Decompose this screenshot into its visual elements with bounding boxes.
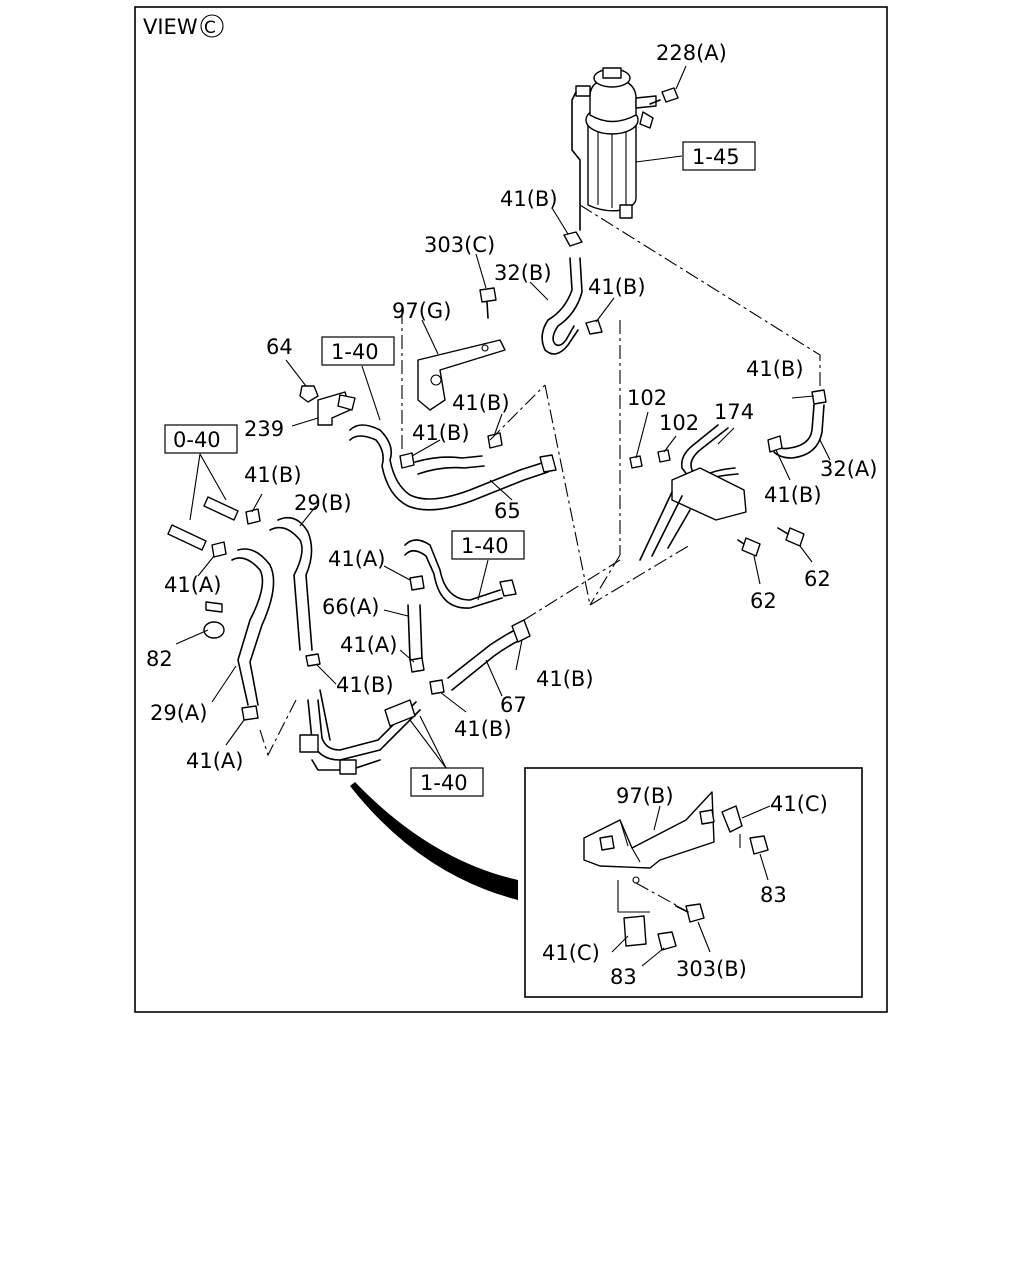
ref-box-0-40: 0-40 xyxy=(164,424,238,454)
label-41b-a: 41(B) xyxy=(588,275,646,299)
label-41a-c: 41(A) xyxy=(328,547,385,571)
svg-text:1-40: 1-40 xyxy=(331,340,379,364)
label-67: 67 xyxy=(500,693,527,717)
pipe-65 xyxy=(349,424,557,511)
label-41a-b: 41(A) xyxy=(186,749,243,773)
bolts-62 xyxy=(737,527,805,557)
label-66a: 66(A) xyxy=(322,595,379,619)
label-239: 239 xyxy=(244,417,284,441)
label-303b: 303(B) xyxy=(676,957,747,981)
label-303c: 303(C) xyxy=(424,233,495,257)
hose-66a xyxy=(407,604,423,661)
label-32a: 32(A) xyxy=(820,457,877,481)
label-41b-right: 41(B) xyxy=(746,357,804,381)
svg-text:1-40: 1-40 xyxy=(461,534,509,558)
inset-detail: 97(B) 41(C) 83 41(C) 83 303(B) xyxy=(524,767,863,998)
label-41a-a: 41(A) xyxy=(164,573,221,597)
small-parts xyxy=(203,231,827,721)
view-symbol: C xyxy=(204,18,216,38)
label-62a: 62 xyxy=(804,567,831,591)
svg-text:1-40: 1-40 xyxy=(420,771,468,795)
label-228a: 228(A) xyxy=(656,41,727,65)
detail-arrow xyxy=(350,782,518,900)
hose-29a xyxy=(231,548,275,706)
label-41b-g: 41(B) xyxy=(336,673,394,697)
label-65: 65 xyxy=(494,499,521,523)
label-83b: 83 xyxy=(610,965,637,989)
hose-67 xyxy=(447,619,531,691)
ref-box-1-40-top: 1-40 xyxy=(321,336,395,366)
label-41b-c: 41(B) xyxy=(452,391,510,415)
phantom-lines xyxy=(259,204,821,757)
label-41b-f: 41(B) xyxy=(244,463,302,487)
hose-29b xyxy=(269,516,313,651)
label-41c-b: 41(C) xyxy=(542,941,600,965)
fuel-filter-assembly xyxy=(571,67,657,231)
label-41b-e: 41(B) xyxy=(764,483,822,507)
label-64: 64 xyxy=(266,335,293,359)
pipe-174-assembly xyxy=(639,424,747,561)
bolt-303c xyxy=(479,287,497,319)
pipe-0-40-parts xyxy=(167,496,239,551)
hose-32b xyxy=(541,257,583,355)
svg-text:1-45: 1-45 xyxy=(692,145,740,169)
label-41b-h: 41(B) xyxy=(536,667,594,691)
label-41c-a: 41(C) xyxy=(770,792,828,816)
label-29a: 29(A) xyxy=(150,701,207,725)
svg-text:0-40: 0-40 xyxy=(173,428,221,452)
part-labels: 228(A) 41(B) 303(C) 32(B) 41(B) 97(G) 64… xyxy=(146,41,877,773)
label-97b: 97(B) xyxy=(616,784,674,808)
ref-box-1-40-mid: 1-40 xyxy=(451,530,525,560)
pipe-bottom-cluster xyxy=(299,689,421,775)
label-82: 82 xyxy=(146,647,173,671)
label-29b: 29(B) xyxy=(294,491,352,515)
label-97g: 97(G) xyxy=(392,299,451,323)
bolt-228a xyxy=(649,65,687,105)
label-41b-d: 41(B) xyxy=(412,421,470,445)
view-symbol-circle xyxy=(200,14,224,38)
label-62b: 62 xyxy=(750,589,777,613)
label-41a-d: 41(A) xyxy=(340,633,397,657)
bracket-97g xyxy=(417,339,506,411)
pipe-1-40-mid xyxy=(404,539,517,609)
diagram-frame xyxy=(134,6,888,1013)
label-83a: 83 xyxy=(760,883,787,907)
hose-65-short xyxy=(414,455,485,475)
label-41b-filter: 41(B) xyxy=(500,187,558,211)
ref-box-1-40-bottom: 1-40 xyxy=(410,767,484,797)
leaders xyxy=(175,155,831,769)
inset-frame xyxy=(524,767,863,998)
label-41b-i: 41(B) xyxy=(454,717,512,741)
label-32b: 32(B) xyxy=(494,261,552,285)
hose-32a xyxy=(773,404,825,459)
view-title: VIEW xyxy=(143,15,198,39)
label-102a: 102 xyxy=(627,386,667,410)
label-102b: 102 xyxy=(659,411,699,435)
ref-box-1-45: 1-45 xyxy=(682,141,756,171)
label-174: 174 xyxy=(714,400,754,424)
bracket-239 xyxy=(317,391,356,426)
